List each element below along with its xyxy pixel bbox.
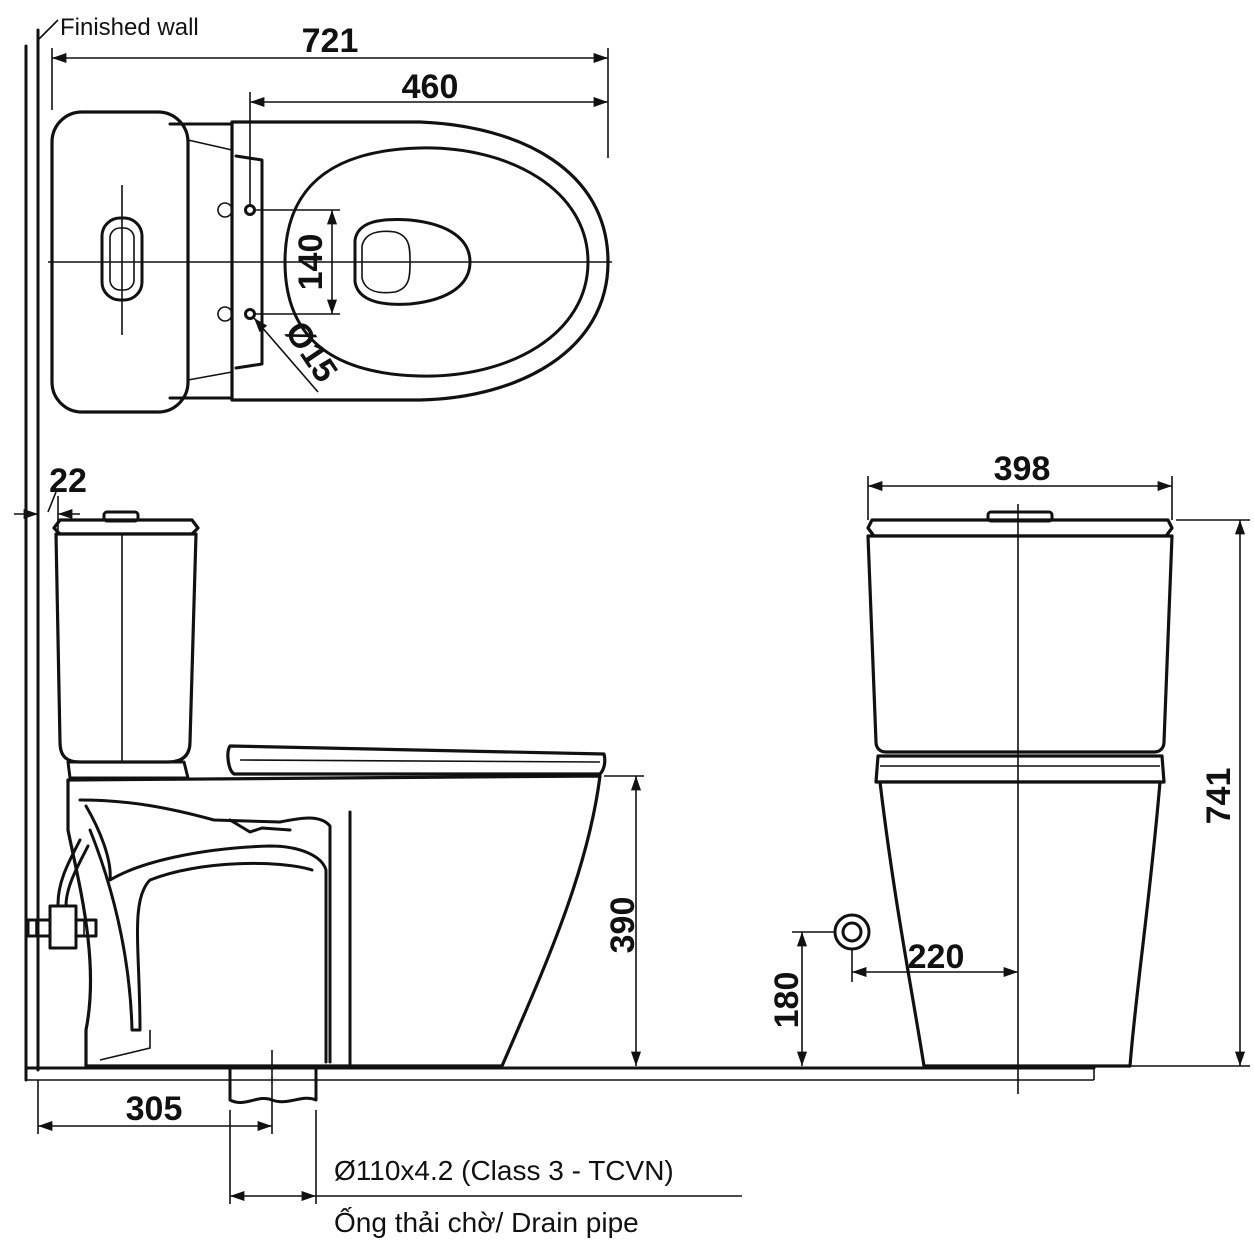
dim-22-label: 22 <box>49 462 87 500</box>
dim-inlet-offset: 220 <box>851 938 1018 982</box>
flush-button-front <box>986 510 1054 523</box>
front-view <box>833 504 1174 1094</box>
inlet-fitting <box>833 913 871 951</box>
seat-lid-side <box>226 744 607 776</box>
dim-140-label: 140 <box>292 234 330 291</box>
seat-front <box>874 754 1166 784</box>
drain-spec-label: Ø110x4.2 (Class 3 - TCVN) <box>334 1155 674 1186</box>
drain-pipe-label: Ống thải chờ/ Drain pipe <box>334 1206 639 1238</box>
dim-220-label: 220 <box>908 938 965 976</box>
flush-button-side <box>102 510 140 523</box>
drain-annotation: Ø110x4.2 (Class 3 - TCVN) Ống thải chờ/ … <box>229 1110 742 1238</box>
inlet-valve <box>26 838 98 950</box>
dim-180-label: 180 <box>768 972 806 1029</box>
dim-bowl-height: 390 <box>604 775 644 1066</box>
dim-overall-length: 721 <box>51 22 609 158</box>
dim-seat-length: 460 <box>249 68 608 206</box>
trapway <box>78 798 332 1064</box>
drain-pipe-stub <box>228 1066 318 1105</box>
dim-721-label: 721 <box>302 22 359 60</box>
dim-460-label: 460 <box>402 68 459 106</box>
finished-wall-label: Finished wall <box>60 14 199 41</box>
bowl-side <box>66 774 602 1068</box>
dim-305-label: 305 <box>126 1090 183 1128</box>
finished-wall <box>24 19 59 1082</box>
tank-front <box>866 534 1174 754</box>
tank-side <box>54 532 198 764</box>
dim-wall-gap: 22 <box>14 462 87 530</box>
dim-overall-width: 398 <box>867 450 1173 520</box>
dim-overall-height: 741 <box>1100 519 1250 1067</box>
bowl-front <box>878 780 1162 1068</box>
dim-390-label: 390 <box>604 897 642 954</box>
dim-741-label: 741 <box>1200 768 1238 825</box>
dim-rough-in: 305 <box>37 1050 273 1134</box>
dim-inlet-height: 180 <box>768 931 834 1066</box>
dim-bolt-spacing: 140 <box>254 209 340 315</box>
dim-398-label: 398 <box>994 450 1051 488</box>
side-view <box>24 510 1096 1105</box>
